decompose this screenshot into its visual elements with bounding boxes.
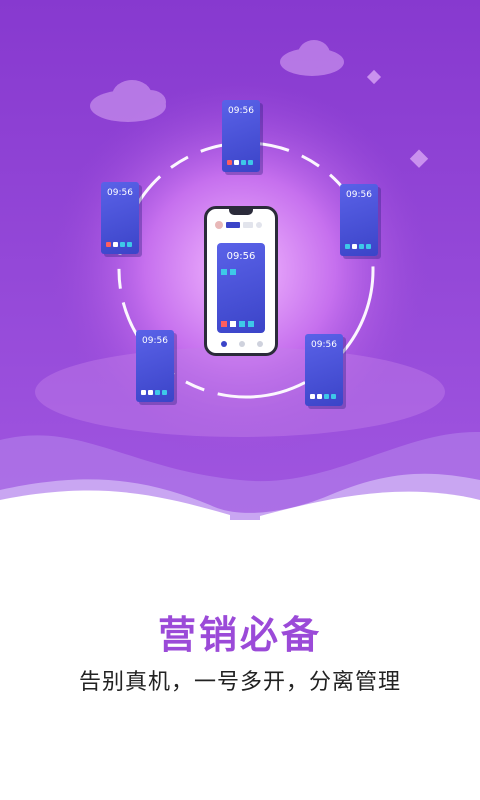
phone-screen-bottom-left: 09:56 <box>136 330 174 402</box>
center-phone-screen: 09:56 <box>217 243 265 333</box>
phone-screen-top: 09:56 <box>222 100 260 172</box>
center-phone: 09:56 <box>204 206 278 356</box>
phone-notch <box>229 209 253 215</box>
phone-time: 09:56 <box>346 190 372 200</box>
phone-navbar <box>215 341 269 347</box>
app-icons <box>345 244 371 249</box>
app-icons <box>310 394 336 399</box>
phone-time: 09:56 <box>142 336 168 346</box>
app-icons <box>221 269 236 275</box>
phone-screen-bottom-right: 09:56 <box>305 334 343 406</box>
app-icons <box>106 242 132 247</box>
page-subtitle: 告别真机，一号多开，分离管理 <box>78 670 401 695</box>
phone-time: 09:56 <box>226 251 256 262</box>
cloud-icon <box>280 40 344 76</box>
page-title: 营销必备 <box>157 613 322 657</box>
phone-screen-left: 09:56 <box>101 182 139 254</box>
app-icons <box>141 390 167 395</box>
phone-tabs <box>215 221 267 229</box>
phone-time: 09:56 <box>311 340 337 350</box>
app-icons <box>227 160 253 165</box>
phone-screen-right: 09:56 <box>340 184 378 256</box>
phone-time: 09:56 <box>107 188 133 198</box>
dock-icons <box>221 321 254 327</box>
cloud-icon <box>90 80 166 122</box>
phone-time: 09:56 <box>228 106 254 116</box>
hero-illustration: 09:56 09:56 09:56 09:56 09:56 09:56 <box>0 0 480 520</box>
